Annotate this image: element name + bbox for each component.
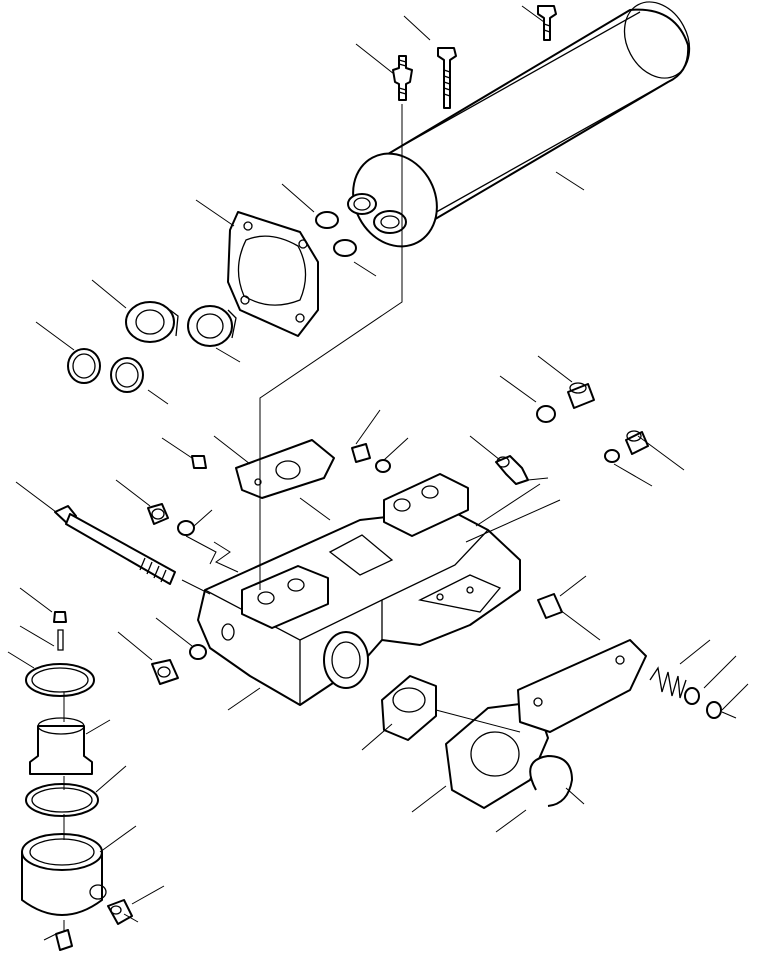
valve-spring[interactable] xyxy=(649,666,687,699)
housing-top-block xyxy=(241,565,329,629)
elbow-nipple[interactable] xyxy=(107,899,133,925)
spacer-gasket[interactable] xyxy=(235,439,335,499)
pin[interactable] xyxy=(53,611,67,651)
cooler-bolt[interactable] xyxy=(437,47,457,109)
connection-lines xyxy=(63,104,601,932)
large-o-ring[interactable] xyxy=(25,663,95,697)
drain-plug-o-ring[interactable] xyxy=(189,644,207,660)
elbow-fitting[interactable] xyxy=(495,455,529,485)
o-ring-right-upper[interactable] xyxy=(536,405,556,423)
drain-plug[interactable] xyxy=(151,659,179,685)
cooler-o-ring-lower[interactable] xyxy=(333,239,357,257)
cooler-flange-gasket[interactable] xyxy=(227,211,319,337)
seal-ring-right[interactable] xyxy=(110,357,144,393)
long-bolt[interactable] xyxy=(54,505,176,585)
cooler-stud[interactable] xyxy=(392,55,413,101)
plug-o-ring-pair[interactable] xyxy=(351,443,391,473)
thermostat-cup[interactable] xyxy=(21,833,107,916)
cooler-port-lower xyxy=(373,210,407,234)
cooler-port-upper xyxy=(347,193,377,215)
orifice-plug[interactable] xyxy=(537,593,563,619)
valve-spool[interactable] xyxy=(381,675,437,741)
seal-ring-left[interactable] xyxy=(67,348,101,384)
flange-fitting-left[interactable] xyxy=(125,301,179,343)
thermostat-sleeve[interactable] xyxy=(29,717,93,775)
plug-right-upper[interactable] xyxy=(567,382,595,409)
cooler-screw[interactable] xyxy=(537,5,557,41)
valve-housing[interactable] xyxy=(197,509,521,706)
plug-right[interactable] xyxy=(625,430,649,455)
o-ring-right[interactable] xyxy=(604,449,620,463)
sleeve-o-ring[interactable] xyxy=(25,783,99,817)
leader-lines xyxy=(7,5,749,941)
cover-gasket[interactable] xyxy=(517,639,647,733)
spring-washer[interactable] xyxy=(684,687,700,705)
retaining-washer[interactable] xyxy=(706,701,722,719)
flange-fitting-right[interactable] xyxy=(187,305,237,347)
snap-ring[interactable] xyxy=(529,755,573,807)
o-ring-upper-left[interactable] xyxy=(177,520,195,536)
small-plug[interactable] xyxy=(191,455,207,469)
upper-spacer-block[interactable] xyxy=(383,473,469,537)
bleed-plug[interactable] xyxy=(55,929,73,951)
plug-upper-left[interactable] xyxy=(147,503,169,525)
cooler-o-ring-upper[interactable] xyxy=(315,211,339,229)
